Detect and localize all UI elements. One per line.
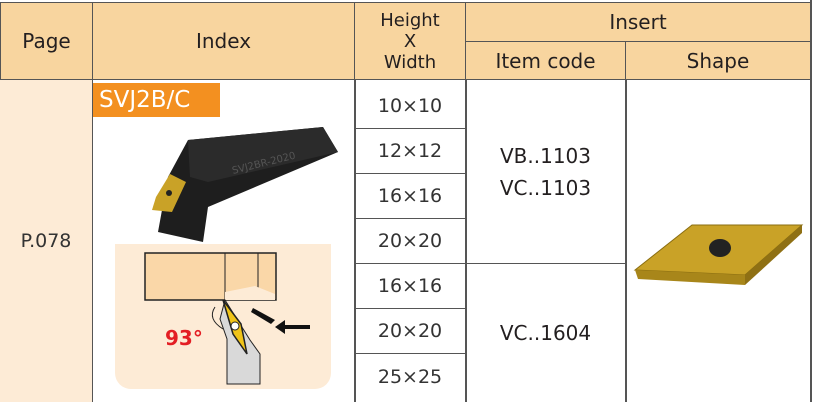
item-code-group: VB..1103 VC..1103	[466, 80, 625, 264]
feed-arrow-icon	[275, 320, 285, 334]
index-cell: SVJ2B/C SVJ2BR-2020 93°	[93, 80, 354, 402]
insert-shape-image	[633, 224, 804, 285]
page-cell: P.078	[0, 80, 93, 402]
item-code-group: VC..1604	[466, 264, 625, 402]
approach-angle: 93°	[165, 326, 203, 350]
header-shape: Shape	[625, 41, 811, 80]
header-width: Width	[383, 51, 437, 73]
header-index: Index	[92, 2, 355, 80]
diagram: 93°	[115, 244, 331, 389]
tool-holder-image: SVJ2BR-2020	[152, 127, 338, 242]
item-code: VC..1604	[499, 321, 592, 345]
size-row: 25×25	[377, 365, 443, 388]
header-page-label: Page	[22, 29, 71, 53]
header-item-code: Item code	[465, 41, 626, 80]
header-x: X	[403, 30, 417, 52]
header-index-label: Index	[195, 29, 252, 53]
sizes-column: 10×10 12×12 16×16 20×20 16×16 20×20 25×2…	[355, 84, 465, 399]
size-row: 10×10	[355, 84, 465, 129]
header-page: Page	[0, 2, 93, 80]
size-row: 20×20	[355, 309, 465, 354]
size-row: 16×16	[355, 174, 465, 219]
header-height: Height	[380, 9, 440, 31]
item-code: VC..1103	[499, 175, 592, 200]
size-row: 20×20	[355, 219, 465, 264]
item-code: VB..1103	[499, 143, 591, 168]
size-row: 16×16	[355, 264, 465, 309]
size-row: 12×12	[355, 129, 465, 174]
header-insert-label: Insert	[609, 10, 667, 34]
index-label: SVJ2B/C	[93, 83, 220, 117]
header-item-code-label: Item code	[495, 48, 596, 73]
header-shape-label: Shape	[686, 48, 750, 73]
header-height-width: Height X Width	[354, 2, 466, 80]
page-number: P.078	[20, 230, 72, 252]
header-insert: Insert	[465, 2, 811, 42]
